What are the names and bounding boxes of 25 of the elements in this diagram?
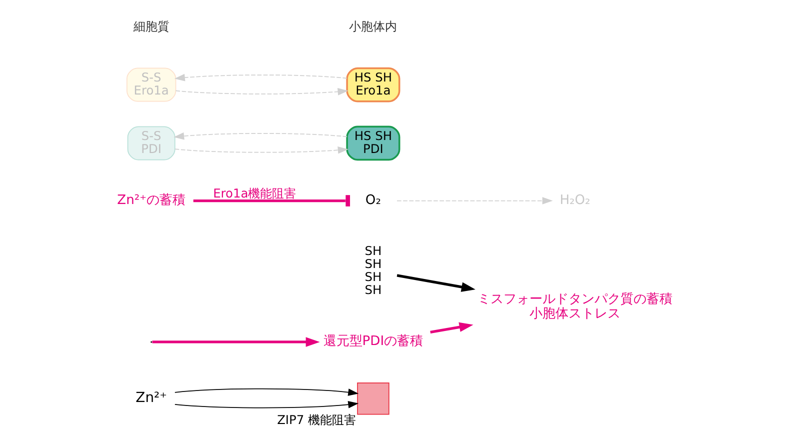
node-text: O₂ bbox=[365, 192, 381, 208]
node-text: ミスフォールドタンパク質の蓄積 小胞体ストレス bbox=[478, 292, 673, 322]
arrow bbox=[175, 88, 348, 96]
edge-label: Ero1a機能阻害 bbox=[213, 186, 296, 200]
label: 細胞質 bbox=[133, 19, 170, 34]
node-text: Zn²⁺の蓄積 bbox=[117, 192, 186, 208]
arrow bbox=[396, 274, 476, 292]
arrow bbox=[152, 337, 320, 347]
node-text: Zn²⁺ bbox=[136, 390, 167, 406]
node-box bbox=[357, 382, 390, 415]
arrow bbox=[174, 146, 348, 154]
node-box: HS SH Ero1a bbox=[346, 67, 400, 102]
arrow bbox=[174, 401, 359, 408]
node-box: HS SH PDI bbox=[346, 126, 400, 161]
connector bbox=[193, 195, 350, 206]
node-text: 還元型PDIの蓄積 bbox=[323, 334, 424, 350]
arrow bbox=[174, 132, 348, 140]
arrow bbox=[174, 388, 359, 396]
node-box: S-S Ero1a bbox=[126, 68, 176, 102]
arrow bbox=[396, 197, 553, 204]
arrow bbox=[174, 74, 348, 82]
node-text: SH SH SH SH bbox=[364, 244, 382, 298]
label: 小胞体内 bbox=[349, 19, 398, 34]
arrow bbox=[430, 322, 474, 334]
node-label: ZIP7 機能阻害 bbox=[277, 413, 356, 428]
